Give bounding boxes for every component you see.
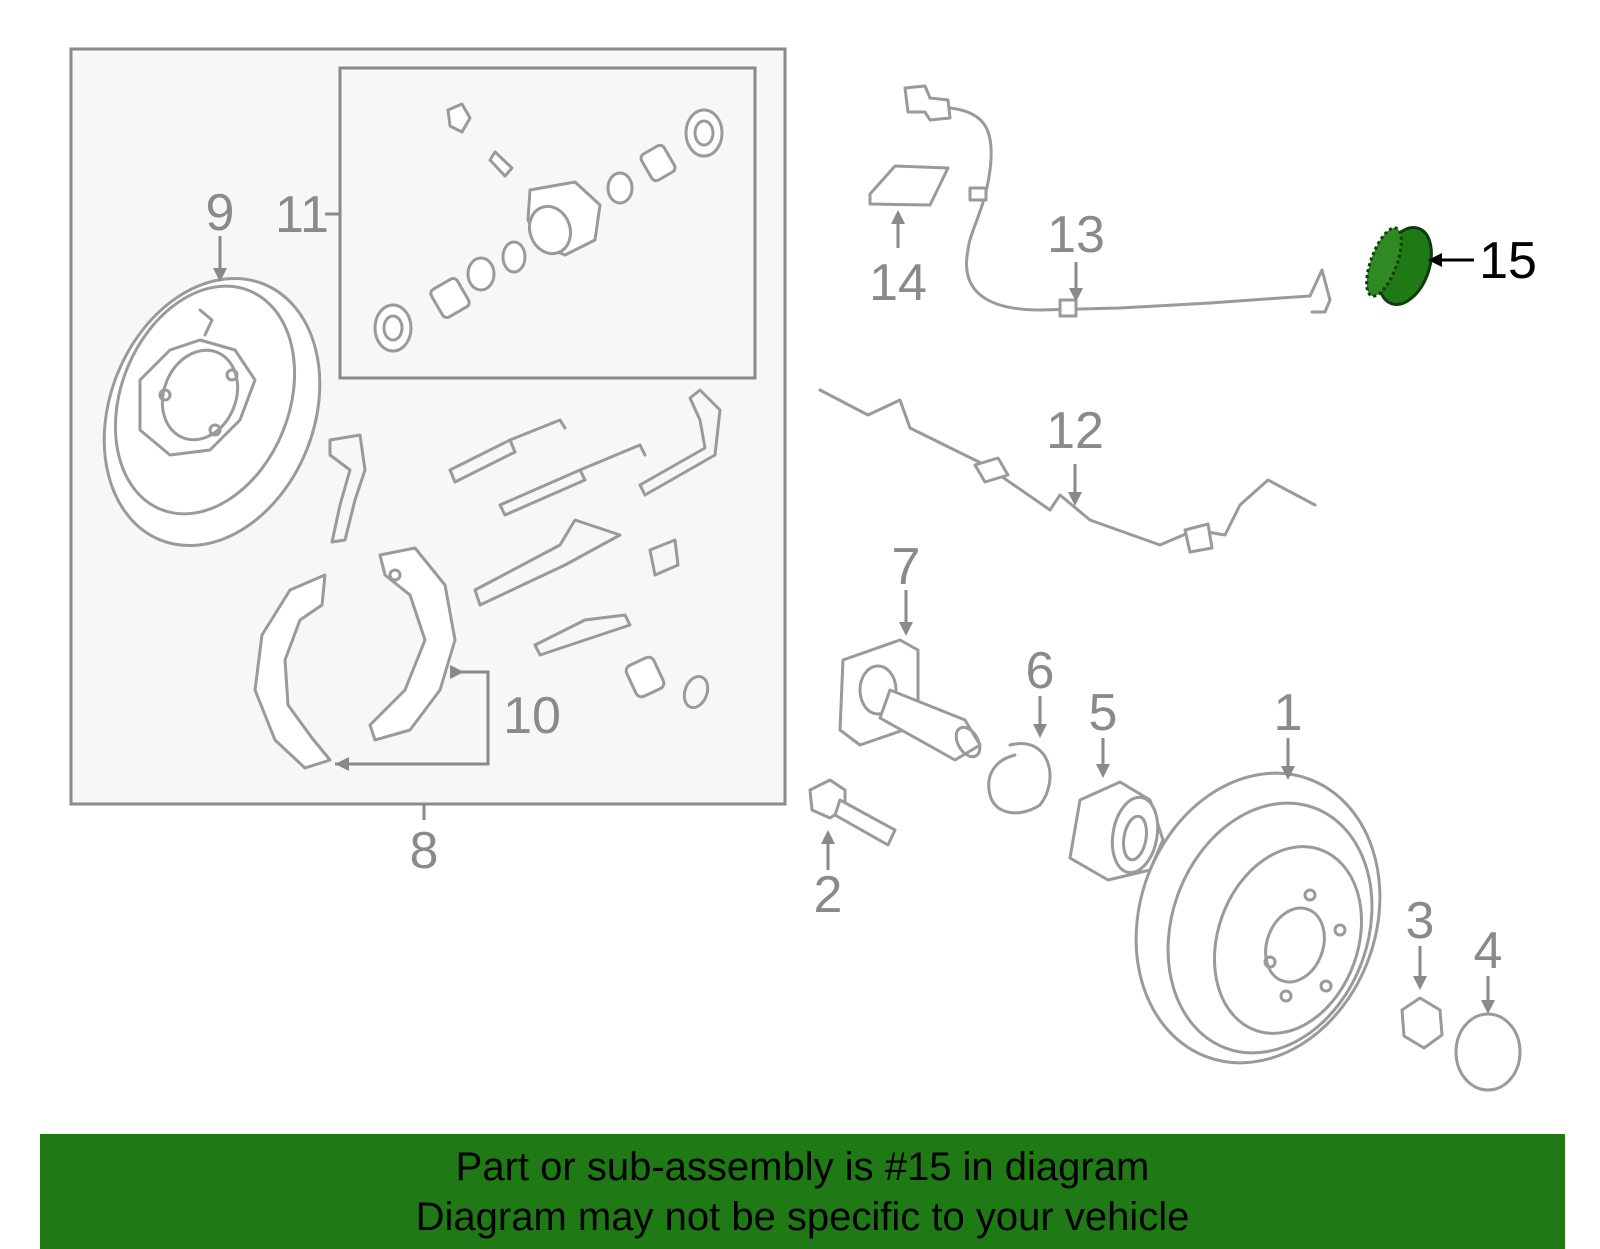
bolt-part (808, 778, 897, 847)
banner-line-2: Diagram may not be specific to your vehi… (415, 1195, 1190, 1239)
callout-12: 12 (1046, 402, 1104, 460)
abs-sensor-part (903, 84, 1332, 318)
snap-ring-part (987, 742, 1052, 815)
wheel-cylinder-kit-part (373, 102, 724, 353)
brake-shoes-part (253, 546, 490, 771)
callout-4: 4 (1474, 922, 1503, 980)
callout-1: 1 (1274, 684, 1303, 742)
highlighted-part-15 (1365, 226, 1433, 306)
brake-line-part (818, 388, 1317, 547)
callout-13: 13 (1047, 206, 1105, 264)
backing-plate-part (102, 276, 322, 548)
callout-14: 14 (869, 254, 927, 312)
hub-cap-part (1454, 1012, 1522, 1092)
callout-7: 7 (892, 538, 921, 596)
callout-10: 10 (503, 687, 561, 745)
callout-8: 8 (410, 822, 439, 880)
bearing-part (1068, 780, 1165, 882)
brake-hardware-parts (328, 388, 722, 709)
callout-9: 9 (206, 184, 235, 242)
callout-3: 3 (1406, 892, 1435, 950)
banner-line-1: Part or sub-assembly is #15 in diagram (455, 1145, 1150, 1189)
bracket-part (868, 164, 950, 207)
callout-5: 5 (1089, 684, 1118, 742)
spindle-hub-part (838, 638, 982, 762)
callout-2: 2 (814, 866, 843, 924)
brake-drum-part (1134, 771, 1382, 1065)
callout-11: 11 (275, 186, 329, 244)
nut-part (1400, 996, 1444, 1050)
callout-6: 6 (1026, 642, 1055, 700)
leader-lines (213, 210, 1495, 1014)
callout-15: 15 (1479, 232, 1537, 290)
info-banner: Part or sub-assembly is #15 in diagram D… (40, 1134, 1565, 1249)
